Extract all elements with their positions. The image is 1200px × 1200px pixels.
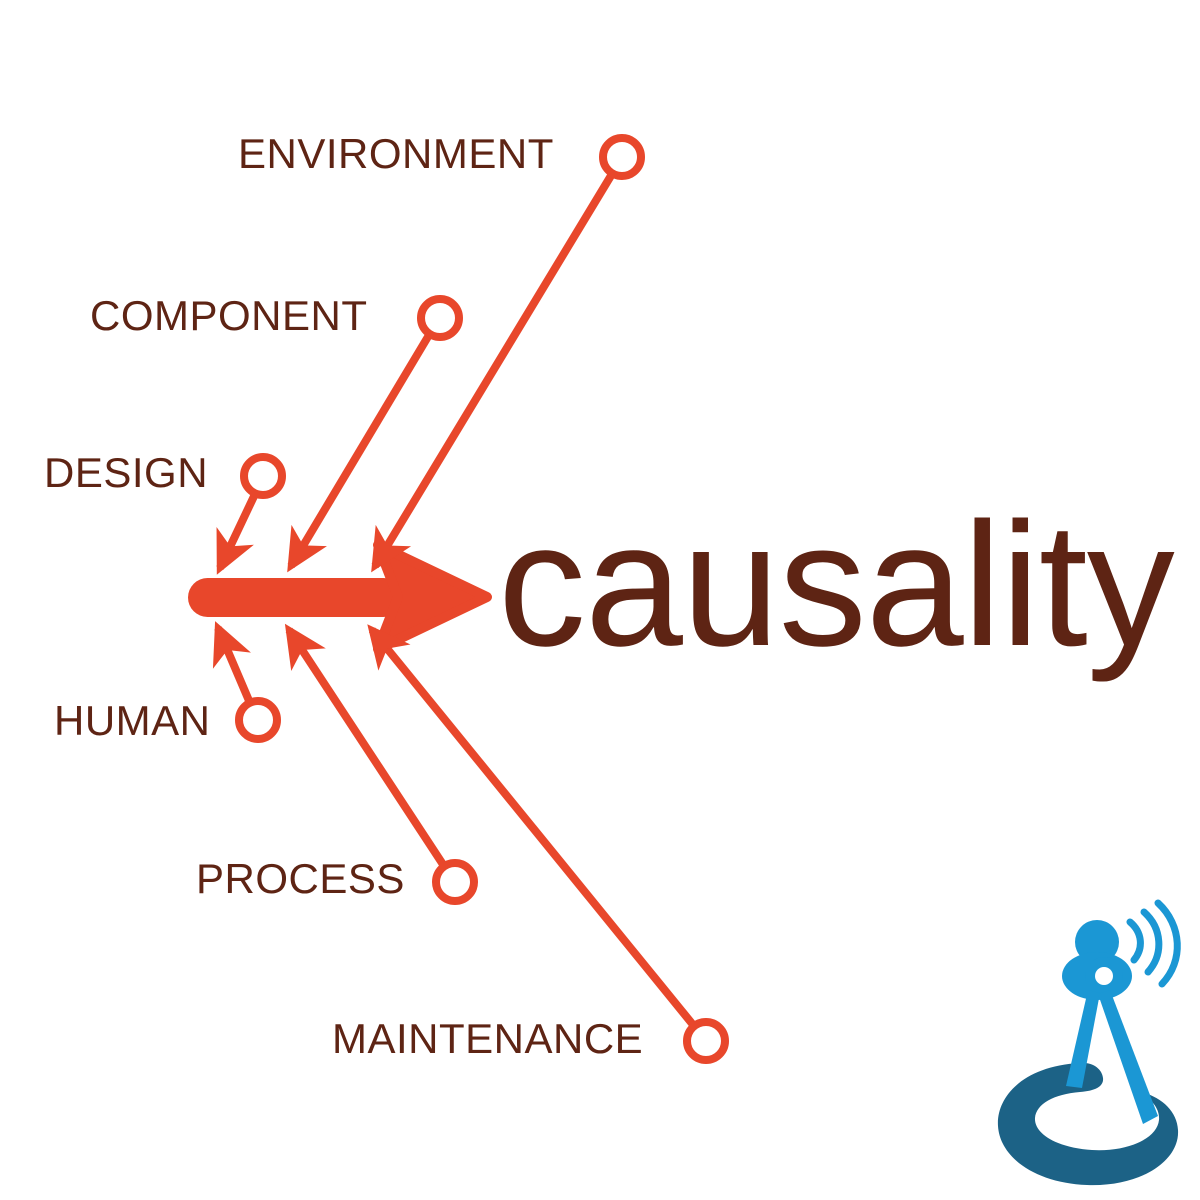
connector-design (216, 453, 286, 575)
logo-swoosh (997, 1062, 1179, 1186)
connector-maintenance (367, 624, 729, 1064)
logo-signal-waves (1126, 899, 1181, 988)
cause-label-maintenance: MAINTENANCE (332, 1015, 644, 1062)
logo-compass (1062, 920, 1158, 1124)
main-effect-arrow (188, 540, 492, 654)
cause-label-environment: ENVIRONMENT (238, 130, 554, 177)
connector-environment (371, 134, 645, 573)
cause-label-design: DESIGN (44, 449, 209, 496)
effect-label-causality: causality (498, 487, 1175, 683)
connector-process (284, 623, 478, 905)
connector-component (287, 295, 463, 573)
brand-logo-icon (997, 899, 1181, 1186)
connector-human (212, 621, 281, 743)
cause-label-component: COMPONENT (90, 292, 368, 339)
cause-label-process: PROCESS (196, 855, 405, 902)
cause-label-human: HUMAN (54, 697, 211, 744)
